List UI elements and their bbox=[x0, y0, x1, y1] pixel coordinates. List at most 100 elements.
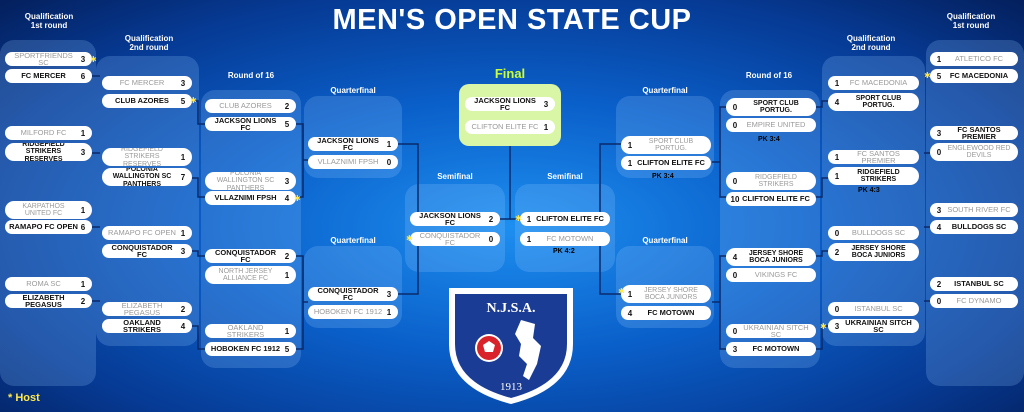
team-name: FC MOTOWN bbox=[752, 344, 800, 354]
logo-year: 1913 bbox=[500, 381, 523, 393]
team-score: 3 bbox=[80, 54, 86, 64]
right-r16-column bbox=[720, 90, 820, 368]
team-name: JERSEY SHORE BOCA JUNIORS bbox=[644, 286, 698, 302]
team-score: 6 bbox=[80, 222, 86, 232]
host-star-icon: ✱ bbox=[406, 234, 413, 243]
team-name: CLUB AZORES bbox=[219, 101, 272, 111]
team-name: JACKSON LIONS FC bbox=[419, 212, 481, 226]
team-name: RAMAPO FC OPEN bbox=[108, 228, 176, 238]
pk-note-right-r16: PK 3:4 bbox=[758, 136, 780, 143]
team-score: 2 bbox=[180, 304, 186, 314]
team-name: NORTH JERSEY ALLIANCE FC bbox=[218, 267, 273, 283]
team-score: 4 bbox=[627, 308, 633, 318]
team-name: CLIFTON ELITE FC bbox=[536, 214, 604, 224]
team-score: 10 bbox=[730, 194, 740, 204]
team-name: VIKINGS FC bbox=[754, 270, 798, 280]
team-score: 1 bbox=[526, 214, 532, 224]
team-score: 3 bbox=[834, 321, 840, 331]
team-name: JACKSON LIONS FC bbox=[214, 117, 277, 131]
team-score: 3 bbox=[180, 246, 186, 256]
team-slot-right-q2-2-0: 0 BULLDOGS SC bbox=[828, 226, 919, 240]
label-left-q2: Qualification 2nd round bbox=[124, 34, 174, 52]
team-name: EMPIRE UNITED bbox=[746, 120, 806, 130]
team-score: 0 bbox=[386, 157, 392, 167]
team-slot-right-r16-2-0: 4 JERSEY SHORE BOCA JUNIORS bbox=[726, 248, 816, 266]
team-slot-right-q1-3-0: 2 ISTANBUL SC bbox=[930, 277, 1018, 291]
team-score: 3 bbox=[386, 289, 392, 299]
team-score: 0 bbox=[732, 120, 738, 130]
team-score: 5 bbox=[284, 119, 290, 129]
team-name: FC MOTOWN bbox=[647, 308, 695, 318]
team-name: CLUB AZORES bbox=[115, 96, 169, 106]
team-slot-left-r16-0-0: CLUB AZORES 2 bbox=[205, 99, 296, 113]
team-score: 0 bbox=[732, 102, 738, 112]
team-name: BULLDOGS SC bbox=[851, 228, 906, 238]
team-score: 2 bbox=[284, 101, 290, 111]
team-slot-right-r16-0-1: 0 EMPIRE UNITED bbox=[726, 118, 816, 132]
host-star-icon: ✱ bbox=[190, 96, 197, 105]
team-score: 4 bbox=[936, 222, 942, 232]
label-final: Final bbox=[494, 66, 526, 81]
label-right-qf1: Quarterfinal bbox=[642, 86, 688, 95]
team-slot-right-sf-0-0: 1 CLIFTON ELITE FC bbox=[520, 212, 610, 226]
team-name: ISTANBUL SC bbox=[954, 279, 1004, 289]
left-r16-column bbox=[201, 90, 301, 368]
team-score: 1 bbox=[627, 158, 633, 168]
logo-text: N.J.S.A. bbox=[486, 301, 535, 316]
team-name: SPORT CLUB PORTUG. bbox=[855, 94, 902, 110]
team-name: SPORTFRIENDS SC bbox=[14, 52, 73, 66]
njsa-logo: N.J.S.A. 1913 bbox=[449, 288, 573, 404]
team-score: 0 bbox=[732, 326, 738, 336]
team-score: 3 bbox=[180, 78, 186, 88]
team-score: 5 bbox=[180, 96, 186, 106]
team-score: 1 bbox=[627, 140, 633, 150]
team-name: ISTANBUL SC bbox=[854, 304, 903, 314]
team-score: 2 bbox=[834, 247, 840, 257]
team-slot-right-qf-1-1: 4 FC MOTOWN bbox=[621, 306, 711, 320]
team-score: 0 bbox=[834, 228, 840, 238]
pk-note-right-sf: PK 4:2 bbox=[553, 248, 575, 255]
team-name: JACKSON LIONS FC bbox=[474, 97, 536, 111]
team-name: FC DYNAMO bbox=[956, 296, 1002, 306]
team-score: 1 bbox=[80, 279, 86, 289]
host-star-icon: ✱ bbox=[294, 194, 301, 203]
team-name: FC MACEDONIA bbox=[849, 78, 908, 88]
label-right-r16: Round of 16 bbox=[745, 71, 793, 80]
pk-note-right-q2: PK 4:3 bbox=[858, 187, 880, 194]
team-name: JERSEY SHORE BOCA JUNIORS bbox=[748, 249, 804, 265]
team-name: CONQUISTADOR FC bbox=[214, 249, 277, 263]
team-score: 4 bbox=[732, 252, 738, 262]
team-score: 1 bbox=[80, 205, 86, 215]
team-name: FC SANTOS PREMIER bbox=[957, 126, 1001, 140]
team-name: HOBOKEN FC 1912 bbox=[210, 344, 281, 354]
team-name: RIDGEFIELD STRIKERS RESERVES bbox=[22, 143, 65, 161]
host-star-icon: ✱ bbox=[924, 71, 931, 80]
team-score: 2 bbox=[936, 279, 942, 289]
label-left-r16: Round of 16 bbox=[227, 71, 275, 80]
